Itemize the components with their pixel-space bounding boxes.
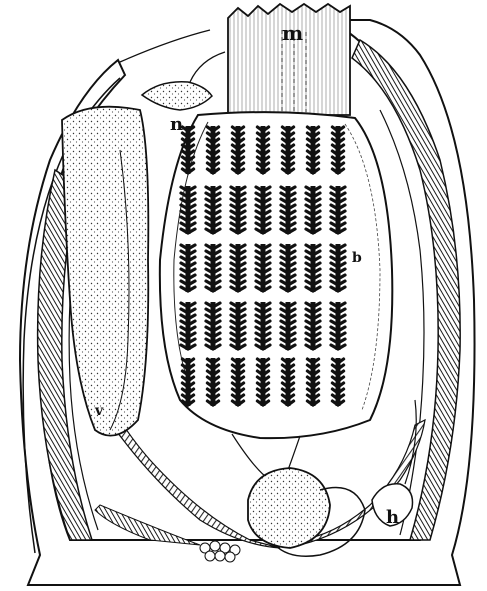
ganglion: [120, 30, 225, 110]
left-organ-v: [62, 107, 148, 436]
label-m: m: [282, 21, 303, 45]
label-v: v: [94, 403, 104, 419]
label-n: n: [170, 114, 183, 135]
label-h: h: [386, 507, 399, 528]
branchial-sac: [160, 112, 392, 480]
label-b: b: [352, 250, 362, 266]
